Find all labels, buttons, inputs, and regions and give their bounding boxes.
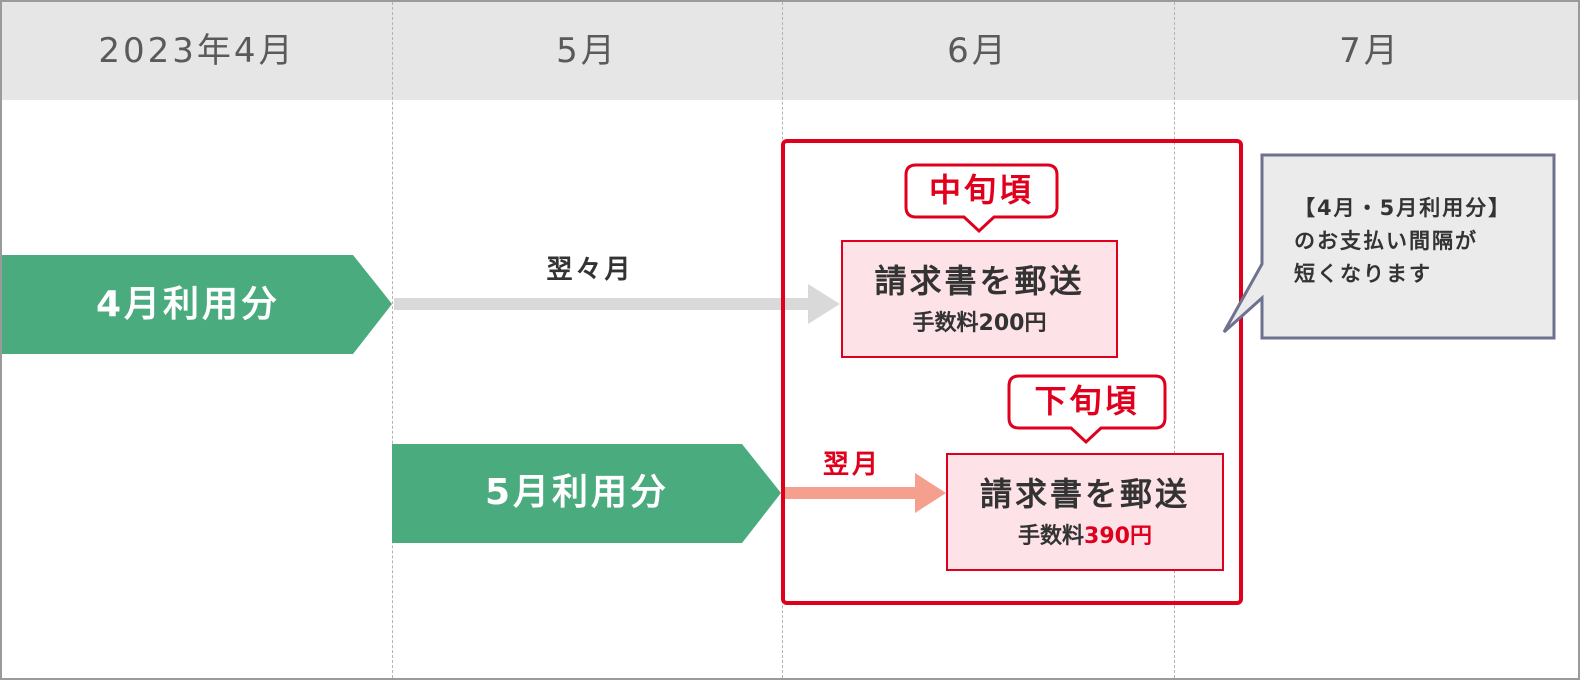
invoice-box-mid bbox=[841, 240, 1118, 358]
note-line: のお支払い間隔が bbox=[1294, 229, 1478, 253]
note-line: 短くなります bbox=[1294, 262, 1432, 286]
arrow-may-shaft bbox=[783, 487, 917, 499]
tag-late-label: 下旬頃 bbox=[1034, 382, 1140, 420]
arrow-april-shaft bbox=[394, 298, 810, 310]
invoice-mid-fee-amount: 200円 bbox=[978, 311, 1047, 336]
tag-mid-label: 中旬頃 bbox=[928, 171, 1034, 209]
column-divider bbox=[1174, 2, 1175, 678]
arrow-may-head bbox=[915, 473, 946, 513]
invoice-late-fee-amount: 390円 bbox=[1084, 524, 1152, 549]
month-header bbox=[2, 2, 1578, 100]
arrow-april-head bbox=[808, 284, 840, 324]
invoice-late-title: 請求書を郵送 bbox=[979, 475, 1190, 513]
invoice-mid-fee-prefix: 手数料 bbox=[912, 311, 979, 336]
month-label-july: 7月 bbox=[1339, 31, 1401, 71]
month-label-april: 2023年4月 bbox=[98, 31, 296, 71]
invoice-box-late bbox=[946, 453, 1224, 571]
usage-may-chevron bbox=[392, 444, 781, 543]
note-balloon bbox=[1222, 153, 1556, 340]
tag-late-balloon bbox=[1007, 374, 1167, 445]
usage-may-label: 5月利用分 bbox=[484, 472, 670, 513]
invoice-mid-title: 請求書を郵送 bbox=[874, 262, 1085, 300]
month-label-may: 5月 bbox=[556, 31, 618, 71]
arrow-may-label: 翌月 bbox=[822, 450, 881, 480]
column-divider bbox=[392, 2, 393, 678]
note-line: 【4月・5月利用分】 bbox=[1294, 196, 1512, 220]
invoice-late-fee: 手数料390円 bbox=[947, 522, 1223, 552]
invoice-mid-fee: 手数料200円 bbox=[842, 309, 1117, 339]
invoice-late-fee-prefix: 手数料 bbox=[1018, 524, 1085, 549]
month-label-june: 6月 bbox=[947, 31, 1009, 71]
tag-mid-balloon bbox=[904, 163, 1059, 234]
arrow-april-label: 翌々月 bbox=[546, 255, 634, 285]
usage-april-chevron bbox=[2, 255, 392, 354]
june-highlight-frame bbox=[781, 139, 1243, 605]
note-text: 【4月・5月利用分】 のお支払い間隔が 短くなります bbox=[1294, 192, 1564, 291]
usage-april-label: 4月利用分 bbox=[95, 284, 281, 325]
